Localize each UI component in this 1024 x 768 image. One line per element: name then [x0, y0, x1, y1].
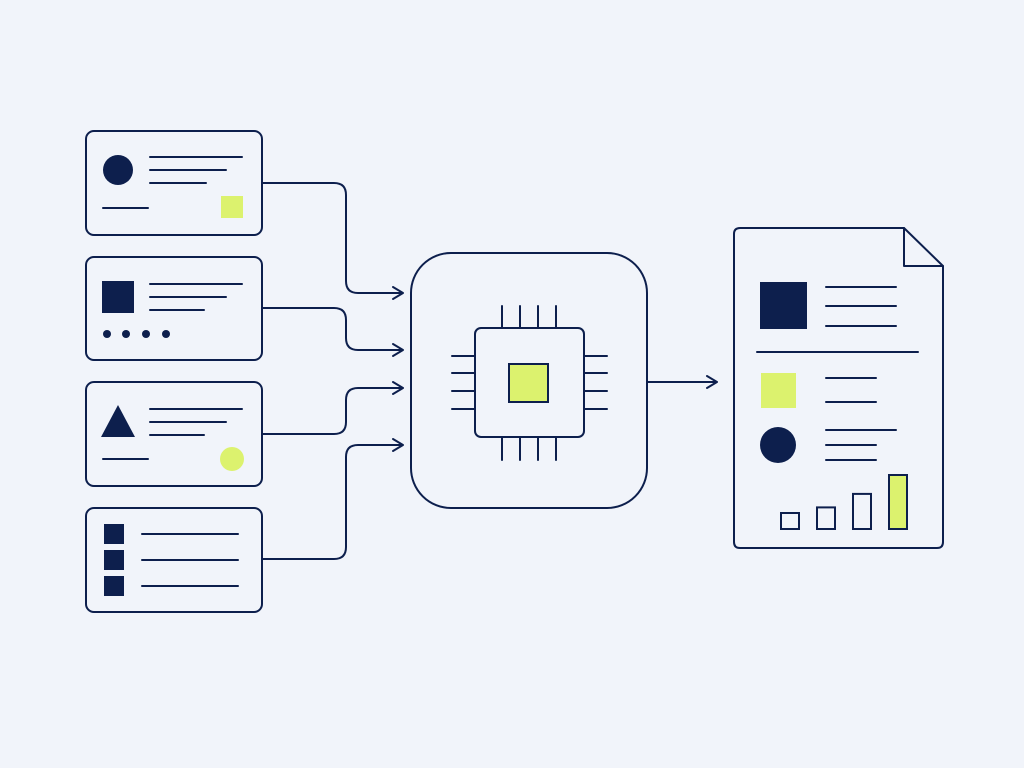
input-card-4	[85, 507, 263, 613]
input-connectors	[261, 182, 404, 560]
output-document	[733, 227, 944, 549]
dot-icon	[162, 330, 170, 338]
circle-icon	[103, 155, 133, 185]
circle-icon	[760, 427, 796, 463]
chip-core	[508, 363, 549, 403]
processor-box	[410, 252, 648, 509]
bar-chart-icon	[780, 474, 908, 530]
list-bullet-icon	[104, 550, 124, 570]
connector-arrow	[261, 444, 403, 560]
dot-icon	[142, 330, 150, 338]
chart-bar	[816, 506, 836, 530]
chart-bar	[852, 492, 872, 530]
chart-bar	[888, 474, 908, 530]
accent-circle-icon	[220, 447, 244, 471]
dot-icon	[103, 330, 111, 338]
arrowhead-icon	[392, 438, 404, 452]
arrowhead-icon	[392, 381, 404, 395]
processor-frame	[410, 252, 648, 509]
input-card-1	[85, 130, 263, 236]
square-icon	[760, 282, 807, 329]
input-card-2	[85, 256, 263, 361]
output-connector	[646, 375, 718, 389]
arrowhead-icon	[392, 286, 404, 300]
arrowhead-icon	[706, 375, 718, 389]
dot-icon	[122, 330, 130, 338]
triangle-icon	[101, 405, 135, 437]
accent-square-icon	[761, 373, 796, 408]
square-icon	[102, 281, 134, 313]
connector-arrow	[261, 307, 403, 351]
list-bullet-icon	[104, 524, 124, 544]
list-bullet-icon	[104, 576, 124, 596]
chart-bar	[780, 512, 800, 530]
connector-arrow	[261, 182, 403, 294]
connector-arrow	[261, 387, 403, 435]
cpu-chip-icon	[451, 305, 608, 461]
accent-square-icon	[221, 196, 243, 218]
document-frame	[733, 227, 944, 549]
document-fold	[903, 227, 944, 267]
arrowhead-icon	[392, 343, 404, 357]
chip-body	[474, 327, 585, 438]
